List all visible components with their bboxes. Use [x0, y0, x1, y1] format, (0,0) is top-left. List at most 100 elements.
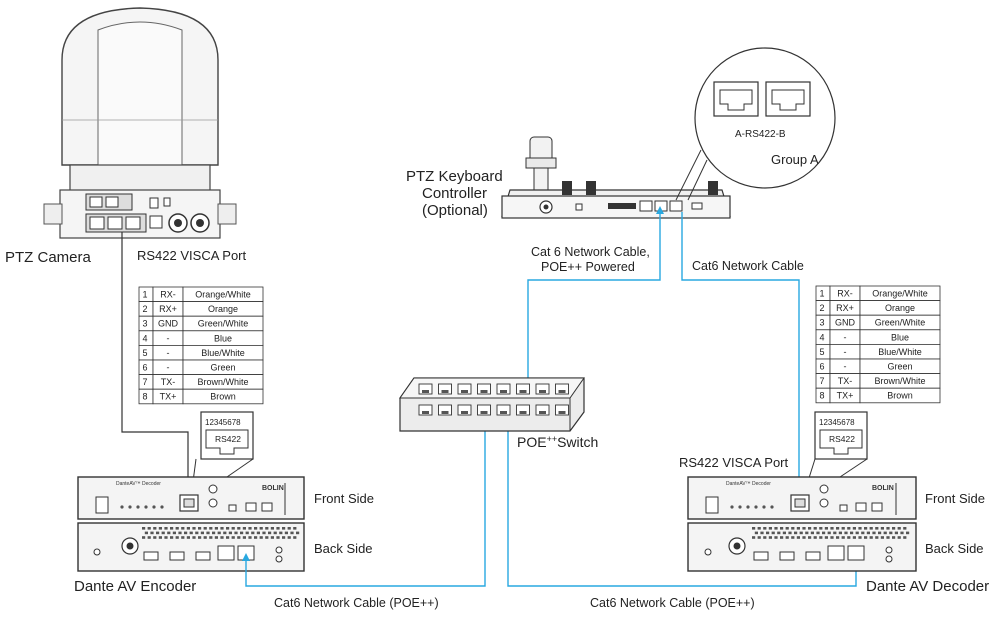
dante-av-encoder-label: Dante AV Encoder: [74, 578, 196, 595]
switch-port-latch: [441, 411, 449, 414]
dante-av-decoder-label: Dante AV Decoder: [866, 578, 989, 595]
poe-switch-plus: ++: [547, 434, 558, 444]
switch-port: [457, 383, 472, 395]
vent-slot: [240, 531, 244, 535]
rj45-connector-icon: [190, 411, 254, 498]
vent-slot: [847, 527, 851, 530]
vent-slot: [245, 531, 249, 535]
vent-slot: [226, 527, 230, 530]
pin-wire-color: Blue/White: [878, 347, 922, 357]
pin-signal: -: [167, 363, 170, 373]
switch-port: [496, 383, 511, 395]
switch-port: [477, 383, 491, 395]
vent-slot: [771, 531, 775, 535]
vent-slot: [847, 536, 851, 539]
vent-slot: [284, 531, 288, 535]
connector-pins-right: 12345678: [819, 418, 855, 427]
vent-slot: [175, 527, 179, 530]
vent-slot: [782, 531, 786, 535]
vent-slot: [897, 536, 901, 539]
vent-slot: [838, 531, 842, 535]
pin-number: 3: [820, 318, 825, 328]
color-cell-left: [182, 388, 264, 405]
pin-wire-color: Brown: [210, 392, 236, 402]
vent-slot: [752, 536, 756, 539]
vent-slot: [886, 536, 890, 539]
vent-slot: [816, 531, 820, 535]
vent-slot: [864, 527, 868, 530]
network-cables: [245, 212, 857, 587]
pin-number: 5: [820, 347, 825, 357]
vent-slot: [894, 531, 898, 535]
vent-slot: [262, 531, 266, 535]
vent-slot: [897, 527, 901, 530]
rs422-visca-port-right-label: RS422 VISCA Port: [679, 455, 788, 470]
vent-slot: [796, 527, 800, 530]
vent-slot: [228, 531, 232, 535]
vent-slot: [833, 531, 837, 535]
vent-slot: [852, 536, 856, 539]
vent-slot: [142, 536, 146, 539]
dante-av-decoder-front: [687, 476, 917, 520]
vent-slot: [214, 527, 218, 530]
switch-port-latch: [558, 390, 566, 393]
vent-slot: [184, 531, 188, 535]
rs422-wire-left: [121, 232, 189, 497]
vent-slot: [841, 527, 845, 530]
back-side-left-label: Back Side: [314, 541, 373, 556]
vent-slot: [231, 536, 235, 539]
front-side-left-label: Front Side: [314, 491, 374, 506]
switch-port-latch: [422, 411, 429, 414]
vent-slot: [892, 527, 896, 530]
vent-slot: [279, 531, 283, 535]
vent-slot: [164, 536, 168, 539]
vent-slot: [153, 527, 157, 530]
pin-number: 4: [143, 333, 148, 343]
vent-slot: [875, 536, 879, 539]
cat6-network-cable-label: Cat6 Network Cable: [692, 259, 804, 273]
pin-wire-color: Blue: [891, 332, 909, 342]
vent-slot: [231, 527, 235, 530]
vent-slot: [147, 536, 151, 539]
front-side-right-label: Front Side: [925, 491, 985, 506]
pin-number: 1: [820, 289, 825, 299]
vent-slot: [774, 527, 778, 530]
vent-slot: [212, 531, 216, 535]
vent-slot: [220, 536, 224, 539]
pin-signal: -: [844, 347, 847, 357]
vent-slot: [144, 531, 148, 535]
ptz-keyboard-line1: PTZ Keyboard: [406, 168, 503, 185]
pin-wire-color: Brown: [887, 391, 913, 401]
switch-port: [535, 404, 550, 416]
connector-pins-left: 12345678: [205, 418, 241, 427]
vent-slot: [855, 531, 859, 535]
vent-slot: [226, 536, 230, 539]
pin-wire-color: Orange: [885, 303, 915, 313]
vent-slot: [878, 531, 882, 535]
vent-slot: [209, 527, 213, 530]
vent-slot: [170, 527, 174, 530]
pin-wire-color: Green/White: [198, 319, 249, 329]
pin-signal: GND: [835, 318, 856, 328]
vent-slot: [841, 536, 845, 539]
vent-slot: [780, 527, 784, 530]
pin-number: 6: [143, 363, 148, 373]
network-switch-icon: [399, 377, 585, 432]
vent-slot: [158, 536, 162, 539]
a-rs422-b-label: A-RS422-B: [735, 129, 786, 140]
poe-switch-suffix: Switch: [557, 434, 598, 450]
vent-slot: [223, 531, 227, 535]
vent-slot: [754, 531, 758, 535]
vent-grid-right: [752, 527, 910, 539]
vent-slot: [777, 531, 781, 535]
switch-port: [555, 383, 569, 395]
vent-slot: [192, 527, 196, 530]
vent-slot: [254, 527, 258, 530]
encoder-brand: BOLIN: [262, 485, 284, 492]
vent-slot: [156, 531, 160, 535]
vent-slot: [270, 527, 274, 530]
switch-port-latch: [480, 390, 488, 393]
vent-slot: [209, 536, 213, 539]
